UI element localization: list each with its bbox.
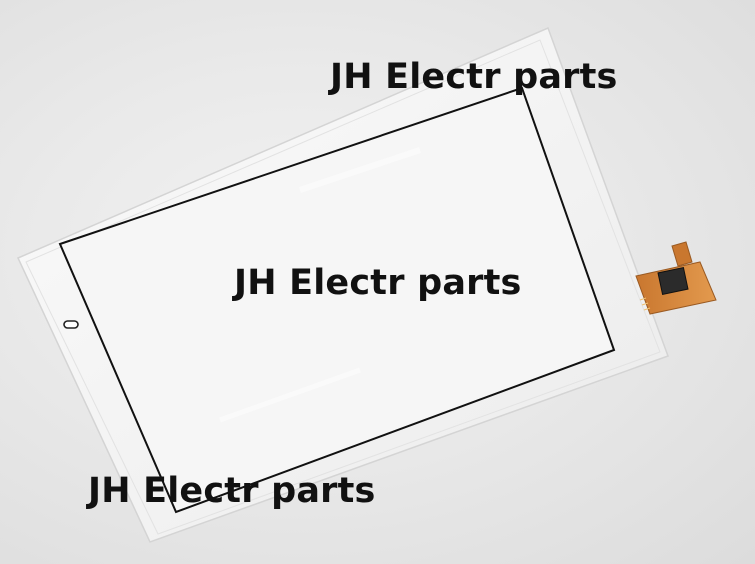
watermark-middle: JH Electr parts xyxy=(234,263,522,303)
watermark-bottom: JH Electr parts xyxy=(88,471,376,511)
active-area-border xyxy=(58,86,616,514)
watermark-top: JH Electr parts xyxy=(330,57,618,97)
flex-cable-tail xyxy=(671,241,693,267)
protective-film-edge xyxy=(25,39,661,535)
glass-reflection xyxy=(219,367,361,423)
glass-reflection xyxy=(299,147,421,193)
flex-contacts xyxy=(639,297,651,311)
controller-chip xyxy=(657,266,689,296)
speaker-slot-icon xyxy=(63,320,79,329)
